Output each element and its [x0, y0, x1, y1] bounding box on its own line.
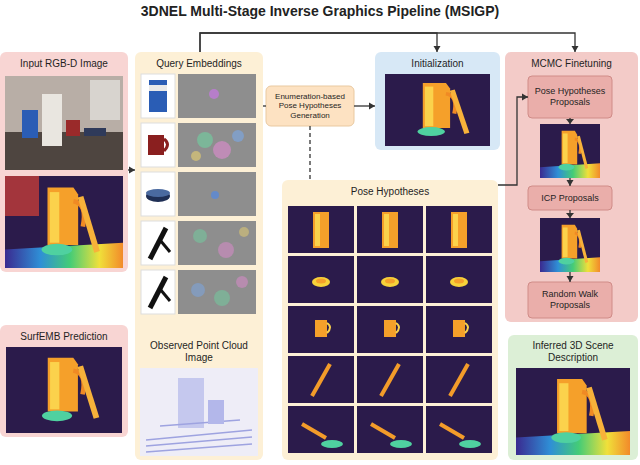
panel-fill	[0, 52, 128, 272]
connector-line	[263, 105, 266, 106]
node-heading: MCMC Finetuning	[508, 58, 635, 70]
node-heading: ICP Proposals	[531, 193, 609, 204]
initialization-image	[385, 74, 490, 146]
node-heading: Enumeration-based Pose Hypotheses Genera…	[269, 92, 351, 121]
node-heading: Inferred 3D Scene Description	[517, 340, 629, 364]
point-cloud	[140, 368, 258, 456]
embeddings-panel: Query EmbeddingsObserved Point Cloud Ima…	[135, 52, 263, 460]
connector	[200, 33, 579, 52]
arrow-head	[572, 46, 579, 52]
connector-line	[200, 33, 575, 52]
initialization-panel: Initialization	[375, 52, 500, 150]
proposal-box: Random Walk Proposals	[528, 282, 612, 318]
rgb-photo	[5, 76, 123, 170]
connector-line	[200, 33, 437, 52]
diagram-title: 3DNEL Multi-Stage Inverse Graphics Pipel…	[0, 3, 640, 19]
panel-fill	[528, 282, 612, 318]
arrow-head	[567, 276, 574, 282]
node-heading: Initialization	[378, 58, 497, 70]
connector	[354, 103, 375, 110]
node-heading: Pose Hypotheses Proposals	[531, 86, 609, 108]
prediction-panel: SurfEMB Prediction	[0, 325, 128, 437]
panel-fill	[375, 52, 500, 150]
panel-fill	[528, 186, 612, 210]
proposal-box: ICP Proposals	[528, 186, 612, 210]
arrow-head	[434, 46, 441, 52]
arrow-head	[522, 94, 528, 101]
panel-fill	[508, 335, 638, 460]
arrow-head	[129, 167, 135, 174]
inferred-scene-image	[516, 368, 630, 455]
node-subheading: Observed Point Cloud Image	[138, 340, 260, 364]
panel-fill	[266, 86, 354, 126]
connector	[200, 33, 441, 52]
connector-line	[309, 126, 310, 180]
process-box: Enumeration-based Pose Hypotheses Genera…	[266, 86, 354, 126]
node-heading: Query Embeddings	[138, 58, 260, 70]
panel-fill	[0, 325, 128, 437]
proposal-box: Pose Hypotheses Proposals	[528, 76, 612, 118]
input-panel: Input RGB-D Image	[0, 52, 128, 272]
connector	[310, 126, 311, 180]
connector	[263, 106, 266, 107]
connector-line	[498, 97, 528, 185]
connector	[498, 94, 528, 186]
node-heading: SurfEMB Prediction	[3, 331, 125, 343]
hypotheses-panel: Pose Hypotheses	[282, 180, 498, 460]
node-heading: Random Walk Proposals	[531, 289, 609, 311]
arrow-head	[369, 103, 375, 110]
query-thumbnails	[141, 74, 175, 314]
query-embeddings	[178, 74, 256, 314]
node-heading: Input RGB-D Image	[3, 58, 125, 70]
depth-image	[5, 176, 123, 268]
panel-fill	[505, 52, 638, 322]
mcmc-panel: MCMC FinetuningPose Hypotheses Proposals…	[505, 52, 638, 322]
arrow-head	[567, 180, 574, 186]
output-panel: Inferred 3D Scene Description	[508, 335, 638, 460]
panel-fill	[282, 180, 498, 460]
node-heading: Pose Hypotheses	[285, 186, 495, 198]
panel-fill	[528, 76, 612, 118]
panel-fill	[135, 52, 263, 460]
pose-hypotheses-grid	[288, 206, 492, 453]
connector	[128, 167, 135, 174]
surfemb-image	[6, 347, 122, 433]
